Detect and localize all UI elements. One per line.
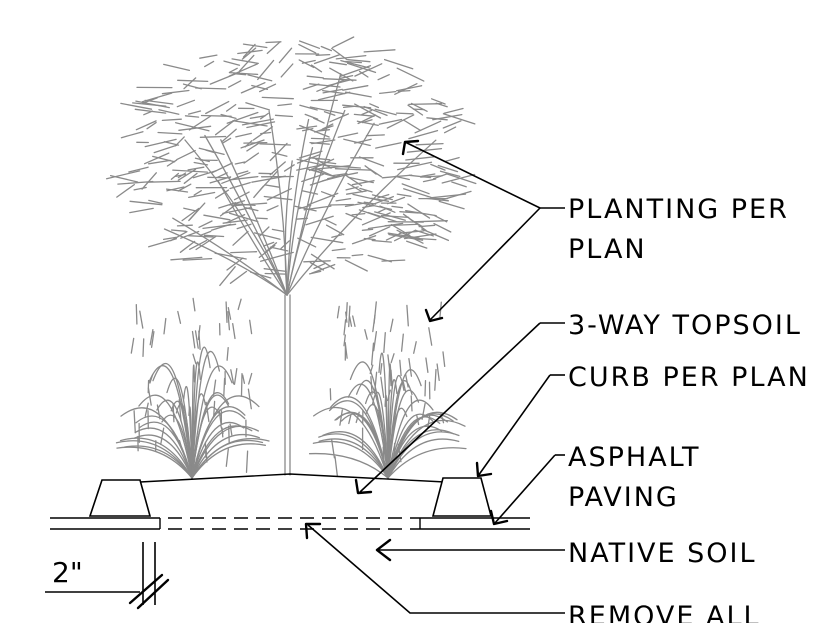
tree-trunk — [284, 294, 291, 476]
label-asphalt-line1: ASPHALT — [568, 442, 700, 473]
leader-asphalt — [489, 454, 565, 526]
topsoil-surface — [139, 473, 446, 483]
tree-canopy — [105, 36, 477, 296]
label-asphalt-line2: PAVING — [568, 482, 679, 513]
curb-left — [88, 479, 152, 517]
leader-native-soil — [375, 538, 565, 562]
label-planting-line1: PLANTING PER — [568, 194, 789, 225]
label-topsoil: 3-WAY TOPSOIL — [568, 310, 802, 341]
dimension-label: 2" — [52, 556, 83, 589]
label-planting-line2: PLAN — [568, 234, 647, 265]
label-remove-all: REMOVE ALL — [568, 601, 761, 623]
label-native-soil: NATIVE SOIL — [568, 538, 757, 569]
shrub-right — [308, 301, 467, 479]
shrub-left — [115, 297, 270, 479]
curb-right — [431, 477, 493, 517]
asphalt-paving-lines — [50, 517, 530, 530]
dimension-2-inch: 2" — [45, 542, 170, 610]
label-curb: CURB PER PLAN — [568, 362, 810, 393]
leader-topsoil — [354, 322, 565, 495]
removal-limit-dashed — [168, 517, 420, 530]
leader-remove-all — [304, 522, 565, 614]
leader-planting — [401, 139, 565, 323]
leader-curb — [475, 374, 565, 478]
